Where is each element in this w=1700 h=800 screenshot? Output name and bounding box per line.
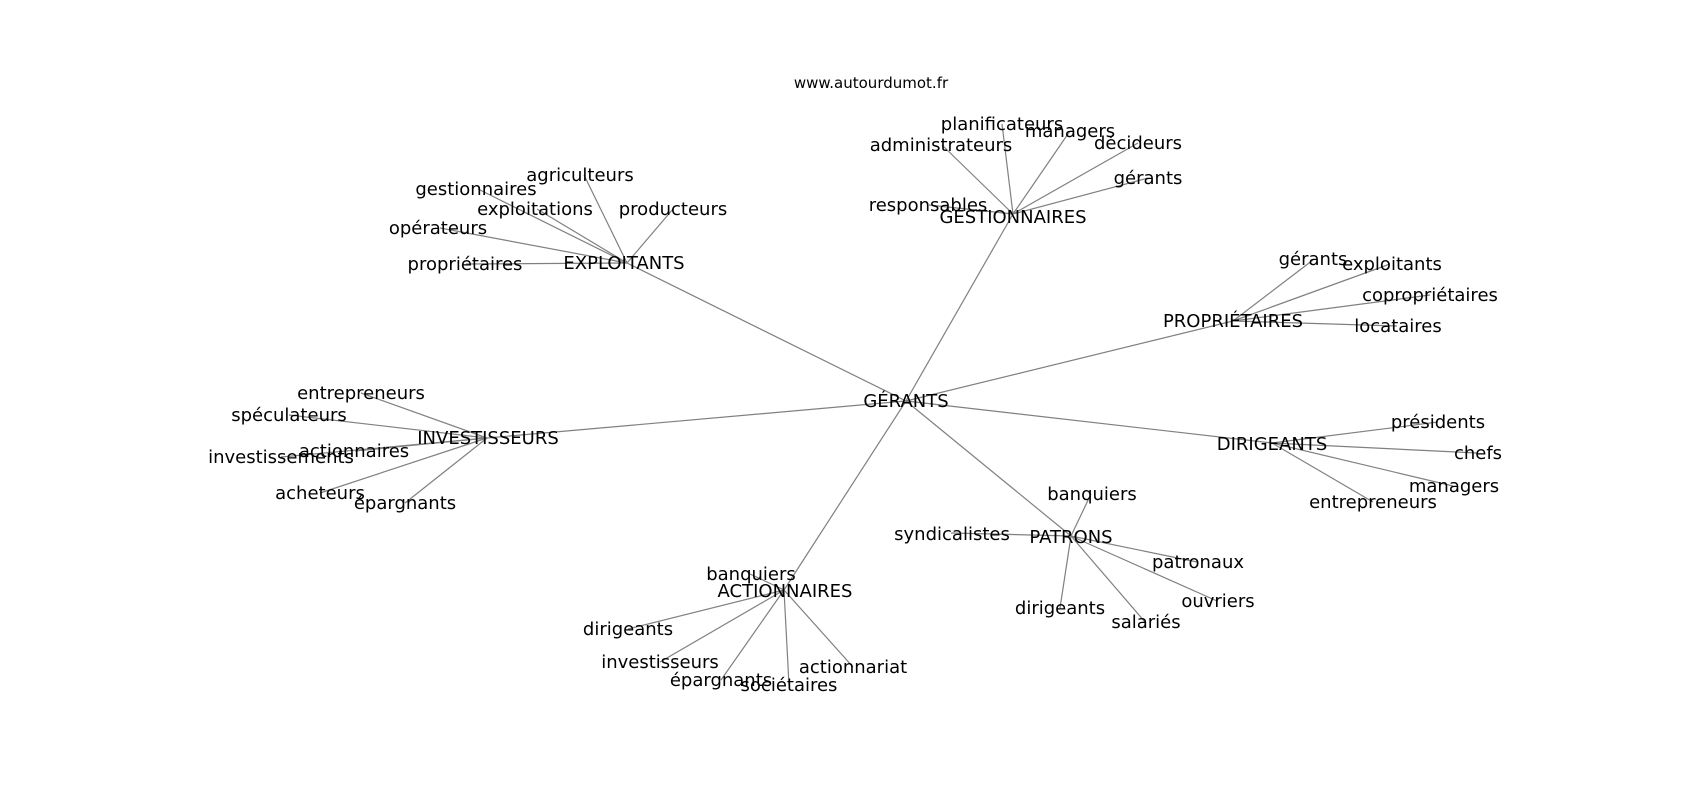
graph-edges: [280, 123, 1478, 686]
leaf-node[interactable]: dirigeants: [1015, 598, 1105, 619]
leaf-node[interactable]: acheteurs: [275, 483, 365, 504]
leaf-node[interactable]: épargnants: [670, 670, 772, 691]
leaf-node[interactable]: managers: [1409, 476, 1499, 497]
edge-hub-to-leaf: [1012, 177, 1149, 215]
leaf-node[interactable]: actionnaires: [299, 441, 409, 462]
edge-root-to-hub: [905, 320, 1234, 402]
source-watermark: www.autourdumot.fr: [794, 74, 949, 92]
edge-hub-to-leaf: [536, 208, 628, 264]
edge-hub-to-leaf: [1012, 130, 1071, 215]
edge-root-to-hub: [783, 400, 907, 591]
edge-hub-to-leaf: [749, 573, 785, 591]
leaf-node[interactable]: dirigeants: [583, 619, 673, 640]
leaf-node[interactable]: gérants: [1279, 249, 1348, 270]
edge-hub-to-leaf: [1070, 493, 1092, 537]
edge-root-to-hub: [626, 262, 907, 402]
edge-hub-to-leaf: [477, 188, 628, 264]
leaf-node[interactable]: spéculateurs: [231, 405, 347, 426]
edge-hub-to-leaf: [1271, 442, 1478, 454]
root-node[interactable]: GÉRANTS: [863, 390, 948, 412]
leaf-node[interactable]: syndicalistes: [894, 524, 1010, 545]
edge-hub-to-leaf: [1059, 535, 1072, 609]
edge-hub-to-leaf: [1070, 535, 1146, 623]
edge-hub-to-leaf: [288, 414, 488, 439]
edge-hub-to-leaf: [928, 204, 1014, 215]
leaf-node[interactable]: responsables: [869, 195, 988, 216]
leaf-node[interactable]: producteurs: [619, 199, 728, 220]
edge-hub-to-leaf: [626, 208, 674, 264]
edge-hub-to-leaf: [583, 174, 628, 264]
edge-hub-to-leaf: [1232, 263, 1391, 322]
edge-hub-to-leaf: [319, 437, 488, 494]
leaf-node[interactable]: épargnants: [354, 493, 456, 514]
edge-hub-to-leaf: [783, 589, 854, 668]
edge-hub-to-leaf: [439, 227, 628, 264]
leaf-node[interactable]: managers: [1025, 121, 1115, 142]
edge-root-to-hub: [905, 400, 1072, 537]
leaf-node[interactable]: agriculteurs: [526, 165, 633, 186]
leaf-node[interactable]: copropriétaires: [1362, 285, 1498, 306]
hub-node[interactable]: EXPLOITANTS: [563, 253, 684, 274]
hub-node[interactable]: DIRIGEANTS: [1217, 434, 1328, 455]
hub-node[interactable]: PROPRIÉTAIRES: [1163, 310, 1303, 332]
leaf-node[interactable]: présidents: [1391, 412, 1485, 433]
leaf-node[interactable]: entrepreneurs: [297, 383, 425, 404]
hub-node[interactable]: PATRONS: [1029, 527, 1112, 548]
edge-hub-to-leaf: [1271, 442, 1454, 487]
hub-node[interactable]: GESTIONNAIRES: [939, 207, 1086, 228]
leaf-node[interactable]: patronaux: [1152, 552, 1244, 573]
edge-hub-to-leaf: [1271, 442, 1374, 503]
leaf-node[interactable]: gestionnaires: [415, 179, 536, 200]
edge-hub-to-leaf: [280, 437, 488, 458]
edge-hub-to-leaf: [360, 392, 488, 439]
edge-hub-to-leaf: [1070, 535, 1218, 602]
leaf-node[interactable]: banquiers: [1047, 484, 1137, 505]
hub-node[interactable]: INVESTISSEURS: [417, 428, 559, 449]
edge-hub-to-leaf: [720, 589, 785, 681]
leaf-node[interactable]: chefs: [1454, 443, 1502, 464]
leaf-node[interactable]: opérateurs: [389, 218, 487, 239]
leaf-node[interactable]: investisseurs: [601, 652, 719, 673]
leaf-node[interactable]: ouvriers: [1181, 591, 1254, 612]
leaf-node[interactable]: actionnariat: [799, 657, 907, 678]
leaf-node[interactable]: investissements: [208, 447, 354, 468]
leaf-node[interactable]: exploitations: [477, 199, 593, 220]
edge-hub-to-leaf: [941, 144, 1014, 215]
edge-root-to-hub: [905, 400, 1273, 444]
leaf-node[interactable]: entrepreneurs: [1309, 492, 1437, 513]
leaf-node[interactable]: planificateurs: [941, 114, 1063, 135]
edge-root-to-hub: [486, 400, 907, 439]
edge-hub-to-leaf: [1070, 535, 1198, 563]
edge-hub-to-leaf: [1012, 142, 1139, 215]
edge-hub-to-leaf: [1001, 123, 1014, 215]
leaf-node[interactable]: gérants: [1114, 168, 1183, 189]
edge-hub-to-leaf: [659, 589, 785, 663]
leaf-node[interactable]: exploitants: [1342, 254, 1442, 275]
leaf-node[interactable]: administrateurs: [870, 135, 1013, 156]
leaf-node[interactable]: banquiers: [706, 564, 796, 585]
leaf-node[interactable]: sociétaires: [741, 675, 838, 696]
edge-hub-to-leaf: [1232, 320, 1398, 327]
leaf-node[interactable]: locataires: [1354, 316, 1442, 337]
edge-root-to-hub: [905, 213, 1014, 402]
edge-hub-to-leaf: [1232, 259, 1314, 322]
edge-hub-to-leaf: [404, 437, 488, 504]
leaf-node[interactable]: propriétaires: [408, 254, 523, 275]
hub-node[interactable]: ACTIONNAIRES: [718, 581, 853, 602]
edge-hub-to-leaf: [783, 589, 790, 686]
leaf-node[interactable]: salariés: [1111, 612, 1180, 633]
edge-hub-to-leaf: [1232, 294, 1431, 322]
leaf-node[interactable]: décideurs: [1094, 133, 1182, 154]
edge-hub-to-leaf: [1271, 421, 1439, 444]
edge-hub-to-leaf: [465, 262, 628, 265]
edge-hub-to-leaf: [627, 589, 785, 630]
edge-hub-to-leaf: [950, 532, 1072, 537]
graph-labels: GÉRANTS EXPLOITANTS agriculteursgestionnai…: [208, 114, 1502, 696]
